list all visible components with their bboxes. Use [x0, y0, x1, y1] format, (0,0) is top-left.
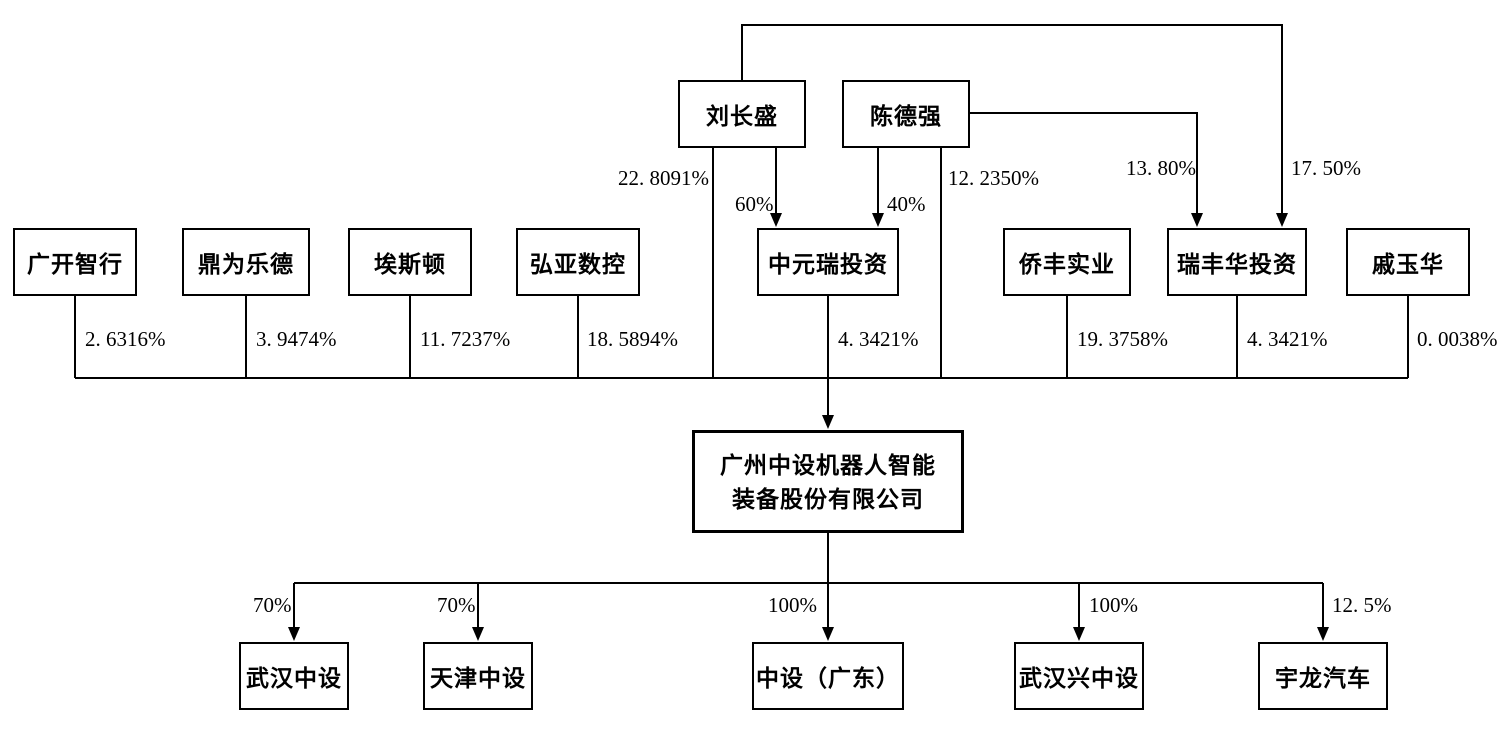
stake-label-qi-yuhua: 0. 0038% [1417, 327, 1498, 351]
box-zhongyuanrui-investment: 中元瑞投资 [757, 228, 899, 296]
stake-label-yulong-auto: 12. 5% [1332, 593, 1392, 617]
stake-label-liu-to-company: 22. 8091% [618, 166, 709, 190]
stake-label-liu-to-ruifenghua: 17. 50% [1291, 156, 1361, 180]
stake-label-chen-to-zhongyuanrui: 40% [887, 192, 926, 216]
box-aisidun: 埃斯顿 [348, 228, 472, 296]
stake-label-wuhan-xing-zhongshe: 100% [1089, 593, 1138, 617]
stake-label-guangkai-zhixing: 2. 6316% [85, 327, 166, 351]
box-liu-changsheng: 刘长盛 [678, 80, 806, 148]
box-tianjin-zhongshe: 天津中设 [423, 642, 533, 710]
stake-label-tianjin-zhongshe: 70% [437, 593, 476, 617]
company-name-line1: 广州中设机器人智能 [720, 451, 936, 478]
company-name-line2: 装备股份有限公司 [732, 485, 924, 512]
stake-label-qiaofeng: 19. 3758% [1077, 327, 1168, 351]
box-wuhan-xing-zhongshe: 武汉兴中设 [1014, 642, 1144, 710]
box-dingwei-lede: 鼎为乐德 [182, 228, 310, 296]
box-yulong-auto: 宇龙汽车 [1258, 642, 1388, 710]
stake-label-chen-to-company: 12. 2350% [948, 166, 1039, 190]
stake-label-zhongshe-guangdong: 100% [768, 593, 817, 617]
box-ruifenghua-investment: 瑞丰华投资 [1167, 228, 1307, 296]
box-wuhan-zhongshe: 武汉中设 [239, 642, 349, 710]
stake-label-ruifenghua: 4. 3421% [1247, 327, 1328, 351]
box-zhongshe-guangdong: 中设（广东） [752, 642, 904, 710]
stake-label-liu-to-zhongyuanrui: 60% [735, 192, 774, 216]
box-qiaofeng-industry: 侨丰实业 [1003, 228, 1131, 296]
stake-label-zhongyuanrui: 4. 3421% [838, 327, 919, 351]
box-qi-yuhua: 戚玉华 [1346, 228, 1470, 296]
stake-label-aisidun: 11. 7237% [420, 327, 511, 351]
stake-label-dingwei-lede: 3. 9474% [256, 327, 337, 351]
box-company: 广州中设机器人智能 装备股份有限公司 [692, 430, 964, 533]
box-chen-deqiang: 陈德强 [842, 80, 970, 148]
stake-label-wuhan-zhongshe: 70% [253, 593, 292, 617]
box-guangkai-zhixing: 广开智行 [13, 228, 137, 296]
box-hongya-shukong: 弘亚数控 [516, 228, 640, 296]
stake-label-chen-to-ruifenghua: 13. 80% [1126, 156, 1196, 180]
stake-label-hongya-shukong: 18. 5894% [587, 327, 678, 351]
